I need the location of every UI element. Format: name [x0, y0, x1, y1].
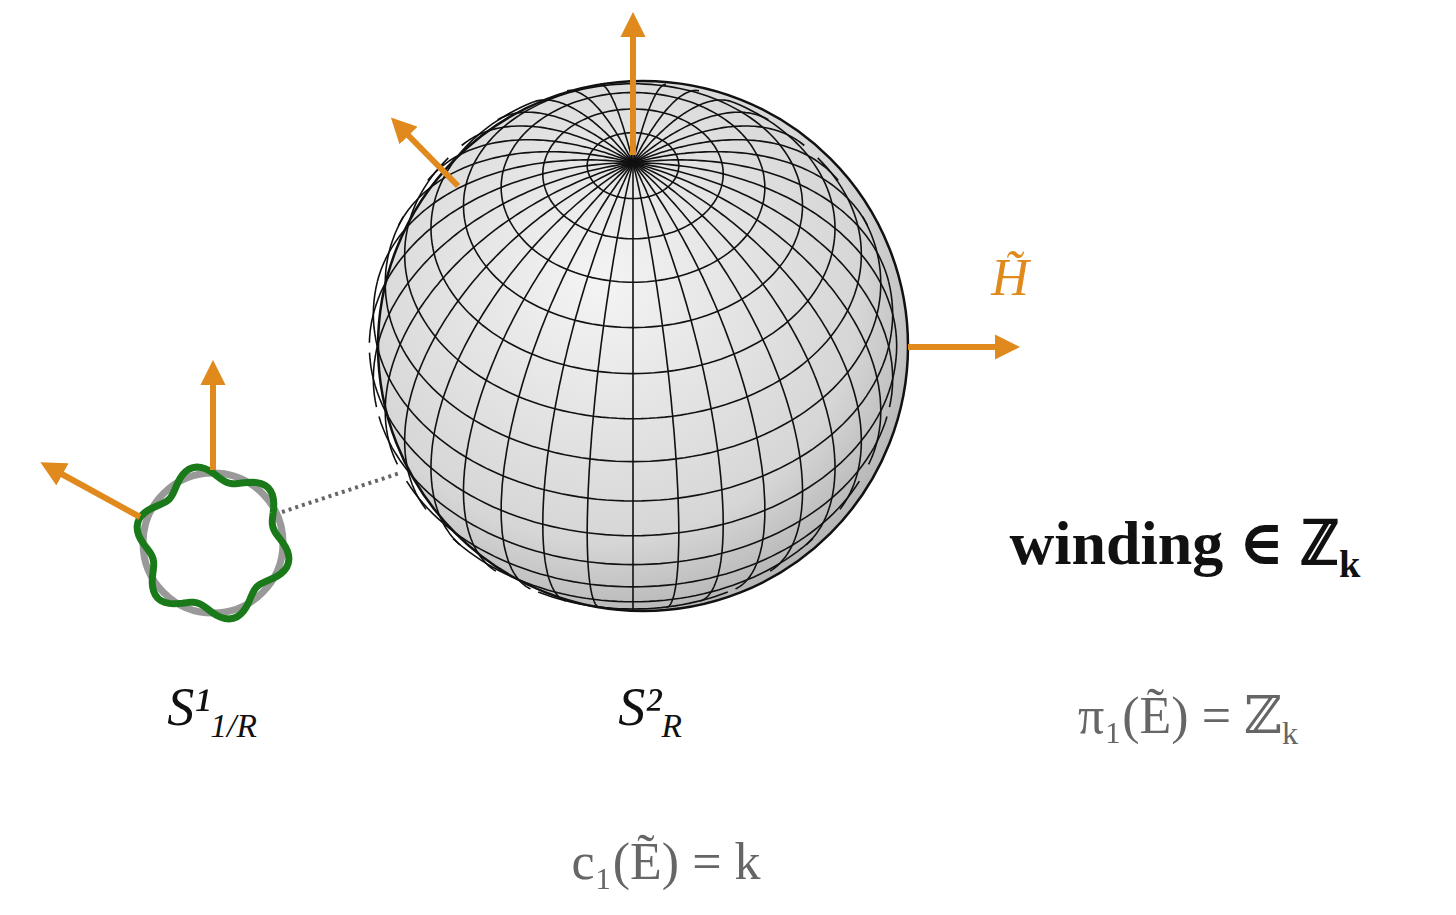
sphere-grid — [369, 82, 896, 609]
normal-arrow — [908, 344, 1000, 350]
space-label: S²R — [618, 680, 682, 742]
dotted-connector — [282, 473, 400, 512]
space-label: S¹1/R — [167, 680, 257, 742]
arrow-label: H̃ — [991, 252, 1029, 304]
small-circle — [143, 473, 283, 613]
normal-arrow — [405, 132, 458, 186]
normal-arrow — [210, 380, 216, 470]
homotopy-label: π₁(Ẽ) = ℤk — [1078, 690, 1298, 750]
winding-label: winding ∈ ℤk — [1010, 512, 1361, 584]
winding-curve — [137, 467, 289, 619]
chern-label: c₁(Ẽ) = k — [572, 836, 761, 888]
sphere-outline — [378, 81, 908, 611]
normal-arrow — [58, 472, 140, 517]
normal-arrow — [630, 32, 636, 155]
sphere — [378, 81, 908, 611]
